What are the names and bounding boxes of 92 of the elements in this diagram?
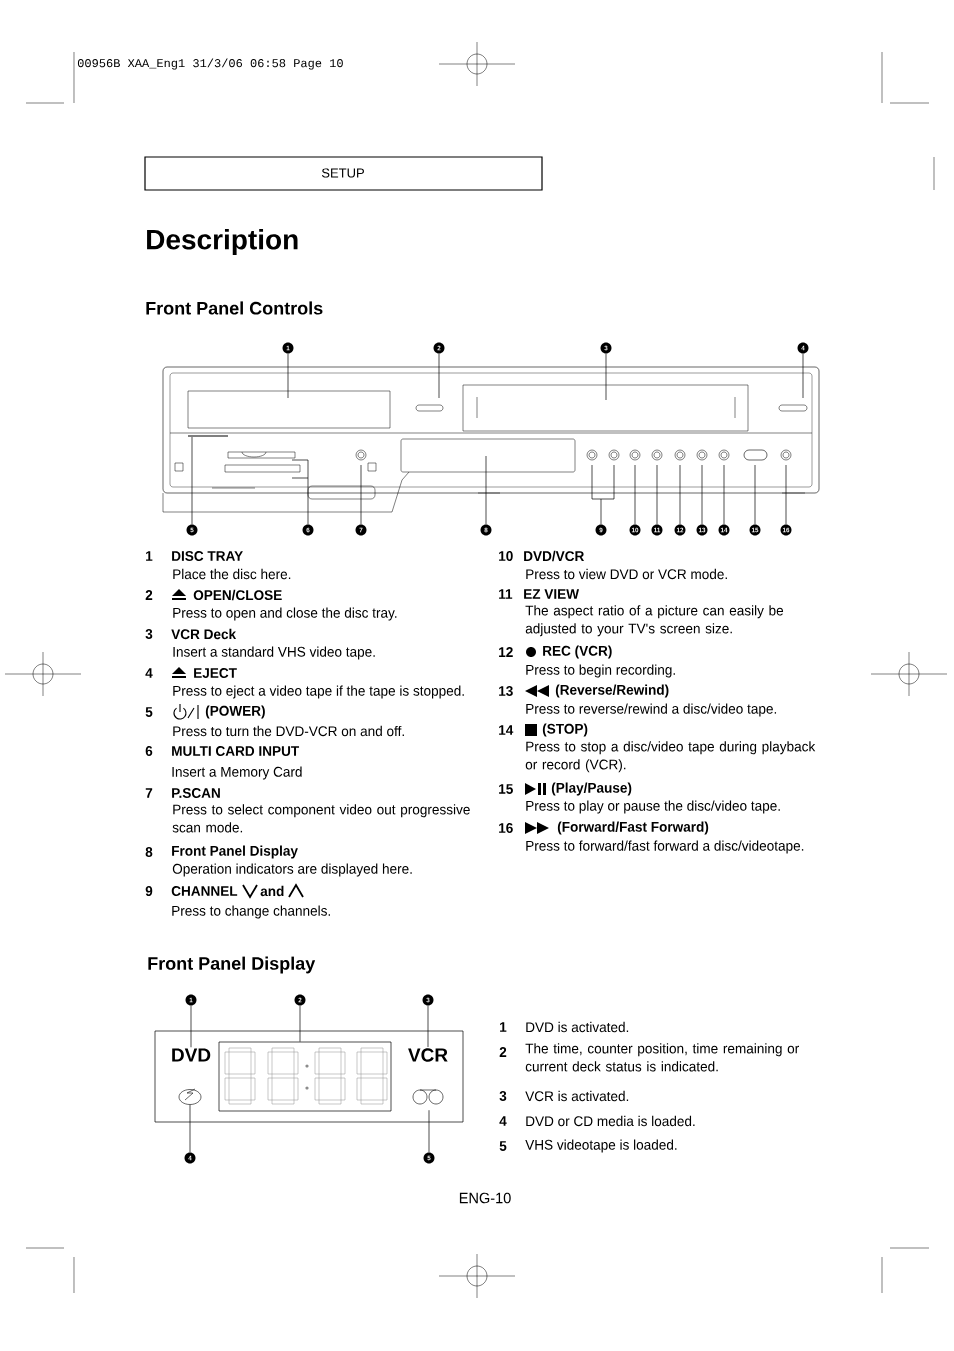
display-panel	[154, 1030, 464, 1123]
item-number: 14	[499, 725, 514, 735]
leader-line	[299, 1005, 301, 1042]
leader-line	[754, 464, 756, 525]
item-title: EZ VIEW	[524, 589, 580, 599]
item-title: (POWER)	[205, 705, 265, 719]
section-tab: SETUP	[144, 156, 543, 191]
leader-line	[428, 1109, 430, 1153]
item-number: 8	[145, 847, 153, 857]
item-number: 2	[145, 590, 153, 600]
item-title: MULTI CARD INPUT	[172, 746, 300, 756]
item-description: Press to begin recording.	[526, 664, 675, 678]
item-number: 13	[499, 686, 513, 696]
leader-line	[802, 353, 804, 399]
item-title: and	[260, 885, 284, 897]
item-title: (Forward/Fast Forward)	[557, 821, 709, 835]
item-title: P.SCAN	[172, 788, 220, 798]
leader-line	[360, 464, 362, 525]
item-number: 6	[145, 746, 153, 756]
leader-line	[634, 464, 636, 525]
item-number: 4	[145, 668, 153, 678]
item-description: Press to stop a disc/video tape during playback or record (VCR).	[525, 741, 816, 773]
item-title: (Play/Pause)	[551, 782, 632, 796]
item-title: (STOP)	[542, 723, 588, 737]
item-description: Press to select component video out progressive scan mode.	[172, 804, 470, 833]
item-title: DISC TRAY	[172, 551, 243, 561]
item-title: VCR Deck	[171, 628, 237, 640]
item-title: EJECT	[194, 668, 237, 678]
item-description: Operation indicators are displayed here.	[172, 863, 412, 877]
disc-icon	[178, 1088, 202, 1105]
item-number: 11	[499, 589, 513, 599]
item-title: Front Panel Display	[172, 845, 298, 859]
item-description: Press to turn the DVD-VCR on and off.	[173, 725, 404, 737]
item-description: Press to reverse/rewind a disc/video tape.	[526, 703, 777, 717]
item-number: 1	[500, 1022, 507, 1032]
item-number: 3	[145, 629, 153, 639]
item-number: 2	[499, 1047, 507, 1057]
indicator-text: VCR	[408, 1048, 448, 1062]
item-number: 5	[499, 1141, 507, 1151]
item-number: 15	[499, 784, 513, 794]
leader-line	[427, 1005, 429, 1048]
item-description: Press to eject a video tape if the tape is stopped.	[173, 685, 464, 699]
item-description: Place the disc here.	[173, 568, 291, 580]
leader-line	[785, 464, 787, 525]
leader-line	[591, 464, 615, 525]
item-title: REC (VCR)	[543, 645, 612, 659]
item-description: DVD or CD media is loaded.	[526, 1115, 695, 1127]
item-description: Insert a Memory Card	[172, 766, 302, 780]
leader-line	[190, 1005, 192, 1048]
leader-line	[656, 464, 658, 525]
leader-line	[287, 353, 289, 399]
item-number: 3	[499, 1091, 507, 1101]
item-title: CHANNEL	[171, 886, 238, 896]
leader-line	[485, 455, 487, 525]
section-heading: Front Panel Controls	[146, 301, 323, 315]
leader-line	[701, 464, 703, 525]
leader-line	[679, 464, 681, 525]
item-number: 9	[145, 886, 153, 896]
item-number: 10	[499, 551, 513, 561]
leader-line	[438, 353, 440, 399]
item-title: DVD/VCR	[524, 550, 585, 562]
item-number: 5	[145, 707, 153, 717]
page-number: ENG-10	[459, 1192, 511, 1204]
leader-line	[605, 353, 607, 401]
item-number: 16	[499, 823, 513, 833]
item-description: Insert a standard VHS video tape.	[173, 646, 375, 660]
segment-display	[218, 1041, 392, 1112]
item-number: 1	[146, 551, 153, 561]
item-number: 12	[499, 647, 513, 657]
print-slug: 00956B XAA_Eng1 31/3/06 06:58 Page 10	[77, 58, 343, 70]
leader-line	[723, 464, 725, 525]
item-number: 7	[145, 788, 153, 798]
item-title: (Reverse/Rewind)	[555, 684, 669, 698]
leader-line	[189, 1104, 191, 1153]
leader-line	[191, 436, 193, 525]
page-title: Description	[147, 228, 298, 256]
indicator-text: DVD	[172, 1048, 211, 1062]
leader-line	[291, 459, 309, 525]
item-description: The time, counter position, time remaining or current deck status is indicated.	[525, 1043, 799, 1072]
item-description: Press to play or pause the disc/video tape.	[526, 800, 780, 814]
item-description: Press to forward/fast forward a disc/videotape.	[526, 840, 804, 854]
item-description: The aspect ratio of a picture can easily be adjusted to your TV's screen size.	[525, 605, 784, 637]
section-heading: Front Panel Display	[148, 956, 316, 974]
item-description: VHS videotape is loaded.	[525, 1139, 677, 1153]
item-description: Press to view DVD or VCR mode.	[526, 568, 727, 580]
tape-icon	[412, 1089, 444, 1105]
item-description: VCR is activated.	[525, 1090, 629, 1102]
item-description: DVD is activated.	[526, 1021, 629, 1033]
item-description: Press to open and close the disc tray.	[173, 607, 397, 621]
item-number: 4	[499, 1116, 507, 1126]
item-description: Press to change channels.	[172, 905, 330, 919]
item-title: OPEN/CLOSE	[193, 589, 282, 601]
